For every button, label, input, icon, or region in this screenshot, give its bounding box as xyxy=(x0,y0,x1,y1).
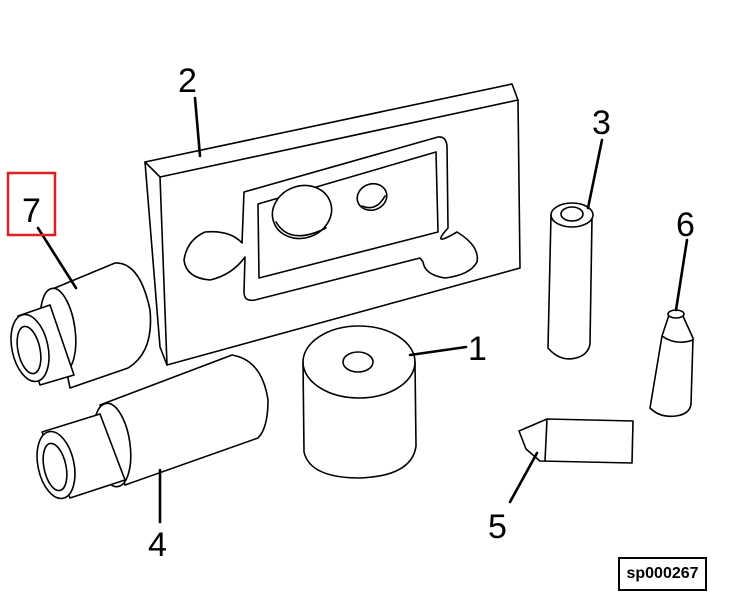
part-2-plate xyxy=(144,83,521,366)
part-6-pin xyxy=(649,309,694,418)
part-7-bushing xyxy=(10,262,152,389)
callout-2: 2 xyxy=(178,62,197,100)
callout-1: 1 xyxy=(468,330,487,368)
callout-6: 6 xyxy=(676,206,695,244)
part-5-pin xyxy=(518,418,634,464)
leader-7 xyxy=(36,226,78,290)
callout-3: 3 xyxy=(592,104,611,142)
callout-7: 7 xyxy=(22,192,41,230)
callout-5: 5 xyxy=(488,508,507,546)
leader-1 xyxy=(408,345,468,357)
leader-6 xyxy=(674,238,689,312)
leader-2 xyxy=(193,96,202,158)
leader-3 xyxy=(586,138,604,210)
figure-id-label: sp000267 xyxy=(618,557,707,591)
part-3-tube xyxy=(547,202,594,360)
callout-7-highlight-box xyxy=(6,171,57,237)
leader-5 xyxy=(508,451,539,504)
callout-4: 4 xyxy=(148,526,167,564)
part-1-cylinder xyxy=(302,325,417,479)
part-4-bushing xyxy=(36,354,269,500)
